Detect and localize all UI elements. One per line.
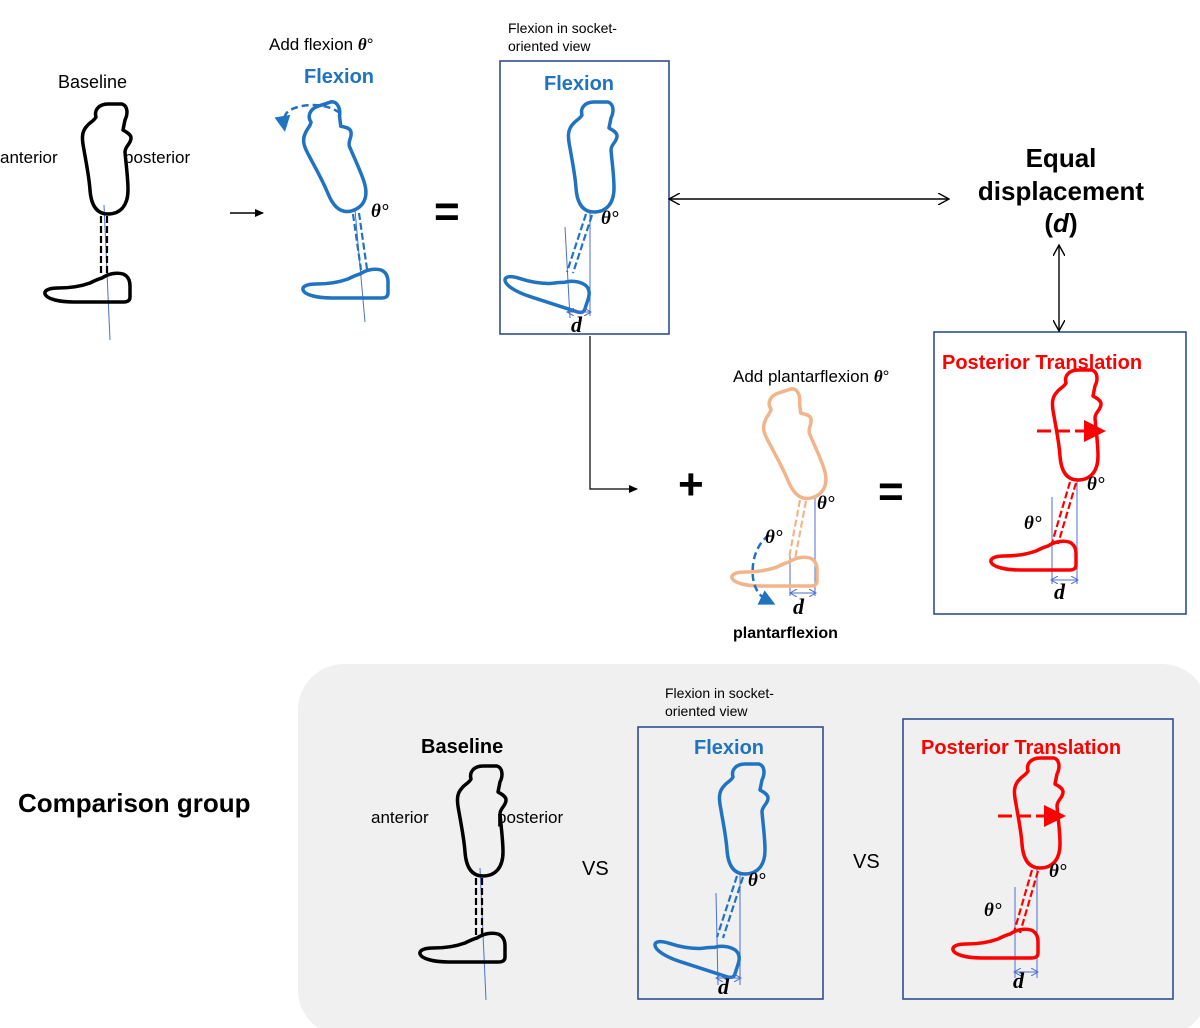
theta-label-flexion-comparison: θ° bbox=[748, 870, 766, 891]
add-plantarflexion-label: Add plantarflexion θ° bbox=[733, 368, 889, 385]
posterior-translation-title-top: Posterior Translation bbox=[942, 352, 1143, 374]
equal-d: d bbox=[1053, 208, 1069, 238]
posterior-translation-limb-comparison bbox=[951, 756, 1066, 978]
theta-label-flexion-box: θ° bbox=[601, 208, 619, 229]
flexion-title-top: Flexion bbox=[304, 66, 375, 88]
theta-label-posterior-comparison-upper: θ° bbox=[1049, 861, 1067, 882]
posterior-translation-frame-top bbox=[933, 331, 1187, 615]
socket-view-line1: Flexion in socket- bbox=[508, 20, 617, 36]
vs-label-2: VS bbox=[853, 851, 880, 873]
posterior-translation-limb-top bbox=[989, 368, 1106, 584]
theta-label-posterior-comparison-lower: θ° bbox=[984, 900, 1002, 921]
d-label-flexion-comparison: d bbox=[718, 974, 729, 999]
flexion-socket-view-top bbox=[500, 100, 619, 319]
add-flexion-theta: θ bbox=[357, 35, 367, 54]
plantarflexion-limb bbox=[730, 384, 837, 605]
posterior-label-top: posterior bbox=[124, 148, 191, 167]
flexion-limb-top bbox=[274, 97, 390, 323]
theta-label-plantar-lower: θ° bbox=[765, 527, 783, 548]
theta-label-plantar-upper: θ° bbox=[817, 493, 835, 514]
d-label-plantar: d bbox=[793, 594, 804, 619]
add-flexion-text: Add flexion bbox=[269, 35, 354, 54]
socket-view-line2: oriented view bbox=[508, 37, 591, 54]
equal-line3: (d) bbox=[951, 207, 1171, 240]
baseline-label-comparison: Baseline bbox=[421, 736, 504, 758]
posterior-label-comparison: posterior bbox=[497, 808, 564, 827]
comparison-group-label: Comparison group bbox=[18, 788, 251, 818]
socket-view-line2-comparison: oriented view bbox=[665, 702, 748, 719]
plantarflexion-label: plantarflexion bbox=[733, 625, 838, 642]
d-label-flexion-box: d bbox=[571, 312, 582, 337]
anterior-label-comparison: anterior bbox=[371, 808, 429, 827]
arrow-flexion-to-plantarflexion bbox=[589, 336, 638, 493]
plus-sign: + bbox=[678, 460, 704, 509]
add-flexion-label: Add flexion θ° bbox=[269, 36, 374, 53]
d-label-posterior-comparison: d bbox=[1013, 968, 1024, 993]
theta-label-posterior-upper: θ° bbox=[1087, 474, 1105, 495]
flexion-title-comparison: Flexion bbox=[694, 737, 765, 759]
add-flexion-degree: ° bbox=[366, 35, 374, 54]
equal-line2: displacement bbox=[977, 175, 1145, 206]
comparison-background bbox=[298, 664, 1200, 1028]
posterior-translation-frame-comparison bbox=[902, 718, 1174, 1000]
vs-label-1: VS bbox=[582, 858, 609, 880]
equal-paren-open: ( bbox=[1044, 208, 1054, 238]
theta-label-posterior-lower: θ° bbox=[1024, 513, 1042, 534]
d-label-posterior: d bbox=[1054, 579, 1065, 604]
baseline-limb-top bbox=[43, 102, 133, 341]
add-plantarflexion-text: Add plantarflexion bbox=[733, 367, 870, 386]
socket-view-line1-comparison: Flexion in socket- bbox=[665, 685, 774, 701]
socket-view-caption-comparison: Flexion in socket- oriented view bbox=[665, 685, 774, 720]
flexion-socket-view-comparison bbox=[650, 762, 770, 986]
anterior-label-top: anterior bbox=[0, 148, 58, 167]
equal-paren-close: ) bbox=[1068, 208, 1078, 238]
flexion-title-box-top: Flexion bbox=[544, 73, 615, 95]
add-plantarflexion-theta: θ bbox=[873, 367, 883, 386]
add-plantarflexion-degree: ° bbox=[882, 367, 890, 386]
equal-line1: Equal bbox=[1025, 143, 1097, 173]
equal-displacement-label: Equal displacement (d) bbox=[951, 142, 1171, 240]
socket-view-caption-top: Flexion in socket- oriented view bbox=[508, 20, 617, 55]
flexion-frame-comparison bbox=[637, 726, 824, 1000]
equals-sign-1: = bbox=[434, 187, 460, 236]
baseline-limb-comparison bbox=[418, 764, 508, 1001]
theta-label-flexion: θ° bbox=[371, 201, 389, 222]
baseline-label-top: Baseline bbox=[58, 72, 128, 92]
posterior-translation-title-comparison: Posterior Translation bbox=[921, 737, 1122, 759]
equals-sign-2: = bbox=[878, 467, 904, 516]
